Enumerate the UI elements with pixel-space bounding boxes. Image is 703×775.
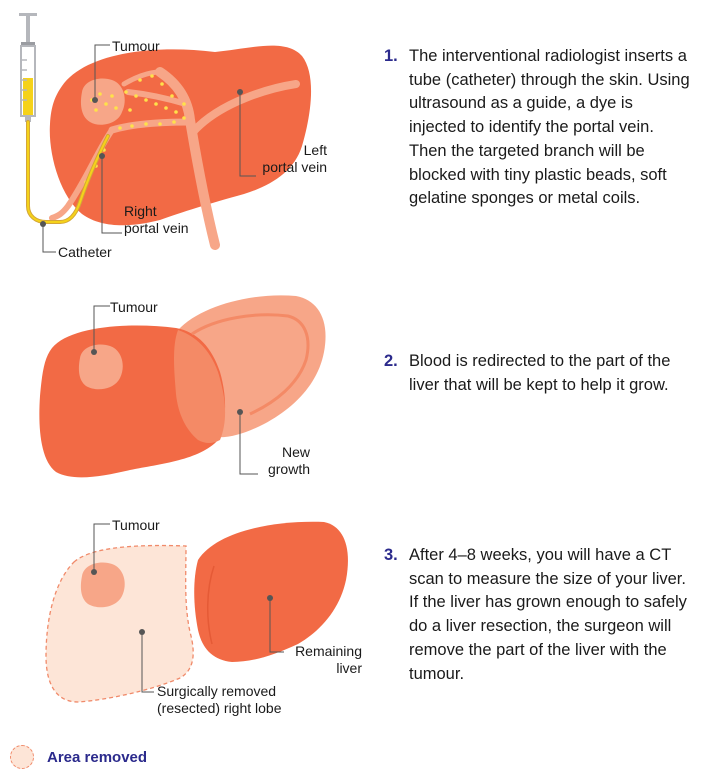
step-2-number: 2. <box>384 352 398 370</box>
step-2: 2. Blood is redirected to the part of th… <box>384 350 694 397</box>
step-3: 3. After 4–8 weeks, you will have a CT s… <box>384 544 694 686</box>
tumour-shape-2 <box>78 344 123 390</box>
panel3-remaining-liver-label-1: Remaining <box>295 643 362 659</box>
overlap-shape <box>174 330 226 443</box>
step-3-text: After 4–8 weeks, you will have a CT scan… <box>409 546 687 683</box>
panel1-left-portal-vein-label-1: Left <box>304 142 327 158</box>
panel1-right-portal-vein-label-2: portal vein <box>124 220 189 236</box>
panel3-removed-lobe-label-2: (resected) right lobe <box>157 700 282 716</box>
tumour-shape-3 <box>80 562 125 608</box>
step-2-text: Blood is redirected to the part of the l… <box>409 352 671 394</box>
panel3-removed-lobe-label-1: Surgically removed <box>157 683 276 699</box>
removed-lobe-shape <box>45 544 194 703</box>
panel1-tumour-label: Tumour <box>112 38 160 54</box>
panel3-tumour-label: Tumour <box>112 517 160 533</box>
step-1-number: 1. <box>384 47 398 65</box>
dye-dots <box>84 74 186 184</box>
dashed-circle-icon <box>10 745 34 769</box>
panel2-new-growth-label-1: New <box>282 444 311 460</box>
panel1-catheter-label: Catheter <box>58 244 112 260</box>
step-1-text: The interventional radiologist inserts a… <box>409 47 690 208</box>
panel3-illustration: Tumour Remaining liver Surgically remove… <box>45 517 362 716</box>
panel3-remaining-liver-label-2: liver <box>336 660 362 676</box>
inner-lobe-line <box>191 313 310 416</box>
panel3-leader-lines <box>93 523 284 693</box>
panel2-new-growth-label-2: growth <box>268 461 310 477</box>
step-3-number: 3. <box>384 546 398 564</box>
panel1-leader-lines <box>42 44 256 253</box>
panel3-leader-dots <box>91 569 273 635</box>
legend: Area removed <box>10 743 147 771</box>
panel2-tumour-label: Tumour <box>110 299 158 315</box>
panel2-illustration: Tumour New growth <box>39 295 326 478</box>
panel2-leader-dots <box>91 349 243 415</box>
panel1-left-portal-vein-label-2: portal vein <box>262 159 327 175</box>
legend-label: Area removed <box>47 748 148 766</box>
panel2-leader-lines <box>93 305 258 475</box>
syringe-icon <box>19 13 37 122</box>
panel1-right-portal-vein-label-1: Right <box>124 203 157 219</box>
liver-shape <box>49 45 312 226</box>
panel1-leader-dots <box>40 89 243 227</box>
remaining-liver-shape <box>194 521 348 662</box>
panel1-illustration: Tumour Left portal vein Right portal vei… <box>19 13 327 260</box>
step-1: 1. The interventional radiologist insert… <box>384 45 694 211</box>
tumour-shape <box>80 78 125 125</box>
